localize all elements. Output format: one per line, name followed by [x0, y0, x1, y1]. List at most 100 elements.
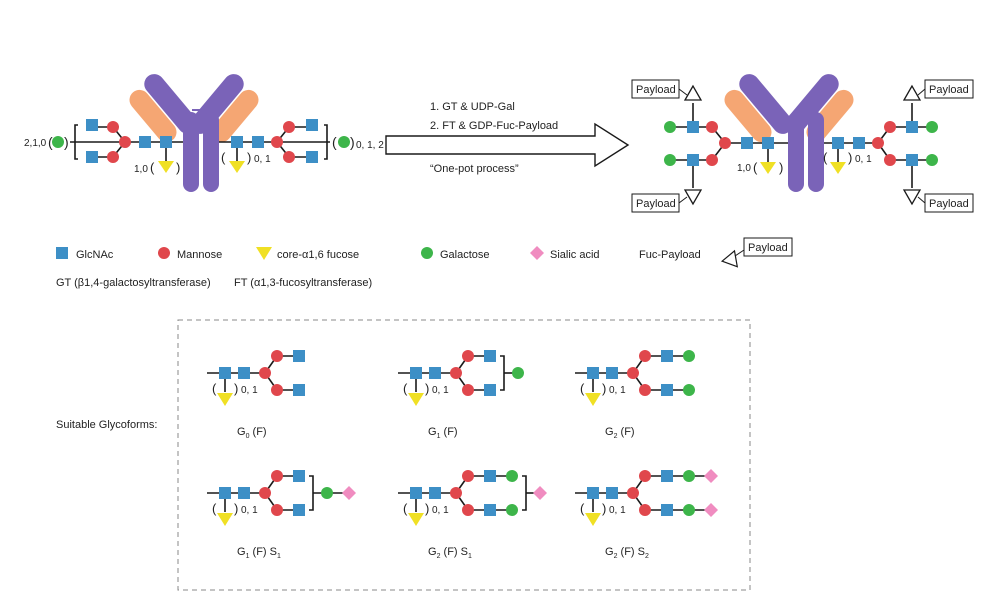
paren-open: (: [823, 150, 828, 165]
glycoform: ()0, 1G2 (F) S2: [575, 469, 718, 560]
mannose-circle: [271, 504, 283, 516]
glcnac-square: [661, 504, 673, 516]
mannose-circle: [462, 350, 474, 362]
fucose-triangle: [158, 161, 174, 173]
glycoform: ()0, 1G2 (F) S1: [398, 470, 547, 560]
fucose-count-right: 0, 1: [254, 154, 271, 165]
mannose-circle: [450, 487, 462, 499]
glcnac-square: [484, 350, 496, 362]
fucose-triangle: [408, 393, 424, 406]
legend-ft: FT (α1,3-fucosyltransferase): [234, 277, 372, 289]
legend-galactose: Galactose: [440, 249, 490, 261]
paren-close: ): [176, 160, 180, 175]
right-glycan-residues: ( ) 0, 1, 2 ( ) 0, 1: [221, 119, 384, 173]
mannose-circle: [719, 137, 731, 149]
heavy-chain-fc-right: [808, 112, 824, 192]
glycoform: ()0, 1G2 (F): [575, 350, 695, 440]
paren-close: ): [234, 501, 238, 516]
mannose-circle: [884, 121, 896, 133]
paren-open: (: [332, 134, 337, 150]
glcnac-legend-icon: [56, 247, 68, 259]
fucose-count-left: 1,0: [134, 164, 148, 175]
reaction-step-1: 1. GT & UDP-Gal: [430, 101, 515, 113]
mannose-circle: [462, 504, 474, 516]
legend-payload-box-label: Payload: [748, 242, 788, 254]
glycoform-label: G2 (F): [605, 426, 635, 440]
glcnac-square: [606, 367, 618, 379]
fuc-payload-legend-icon: [720, 249, 739, 268]
glcnac-square: [687, 121, 699, 133]
glcnac-square: [606, 487, 618, 499]
glycoform-label: G0 (F): [237, 426, 267, 440]
paren-open: (: [403, 381, 408, 396]
glcnac-square: [762, 137, 774, 149]
mannose-circle: [271, 136, 283, 148]
paren-close: ): [350, 134, 355, 150]
glcnac-square: [853, 137, 865, 149]
fuc-payload-triangle: [683, 189, 703, 206]
mannose-circle: [872, 137, 884, 149]
legend-mannose: Mannose: [177, 249, 222, 261]
mannose-circle: [259, 487, 271, 499]
heavy-chain-fc-left: [183, 112, 199, 192]
glycoforms-frame: [177, 319, 751, 591]
heavy-chain-fc-left: [788, 112, 804, 192]
mannose-circle: [283, 151, 295, 163]
light-chain-left: [129, 89, 177, 143]
glcnac-square: [906, 154, 918, 166]
paren-close: ): [779, 160, 783, 175]
legend-fucose: core-α1,6 fucose: [277, 249, 359, 261]
mannose-circle: [450, 367, 462, 379]
fucose-triangle: [229, 161, 245, 173]
glcnac-square: [306, 151, 318, 163]
heavy-chain-fab-left: [739, 74, 793, 134]
sialic-acid-diamond: [342, 486, 356, 500]
payload-tags: Payload Payload Payload Payload: [631, 79, 974, 213]
galactose-legend-icon: [421, 247, 433, 259]
glycoform-label: G2 (F) S2: [605, 546, 649, 560]
fucose-count: 0, 1: [609, 385, 626, 396]
glycoform-label: G2 (F) S1: [428, 546, 472, 560]
glycoform: ()0, 1G1 (F): [398, 350, 524, 440]
mannose-circle: [462, 470, 474, 482]
fucose-triangle: [217, 393, 233, 406]
fucose-triangle: [217, 513, 233, 526]
mannose-circle: [627, 487, 639, 499]
paren-close: ): [602, 381, 606, 396]
paren-close: ): [247, 150, 251, 165]
mannose-circle: [627, 367, 639, 379]
heavy-chain-fc-right: [203, 112, 219, 192]
mannose-circle: [706, 121, 718, 133]
glcnac-square: [661, 470, 673, 482]
glcnac-square: [484, 504, 496, 516]
galactose-circle: [683, 350, 695, 362]
mannose-circle: [271, 384, 283, 396]
glcnac-square: [293, 504, 305, 516]
glcnac-square: [219, 487, 231, 499]
fucose-count-right: 0, 1: [855, 154, 872, 165]
glcnac-square: [293, 384, 305, 396]
paren-close: ): [425, 501, 429, 516]
legend-sialic: Sialic acid: [550, 249, 600, 261]
glycoform-grid: ()0, 1G0 (F)()0, 1G1 (F)()0, 1G2 (F)()0,…: [207, 350, 718, 560]
glcnac-square: [306, 119, 318, 131]
payload-label: Payload: [636, 84, 676, 96]
fucose-triangle: [830, 162, 846, 174]
glcnac-square: [410, 487, 422, 499]
galactose-circle: [506, 504, 518, 516]
glcnac-square: [429, 487, 441, 499]
fuc-payload-triangle: [683, 84, 703, 101]
sialic-acid-diamond: [704, 469, 718, 483]
glcnac-square: [231, 136, 243, 148]
glcnac-square: [293, 350, 305, 362]
glcnac-square: [429, 367, 441, 379]
sialic-acid-diamond: [533, 486, 547, 500]
mannose-circle: [639, 504, 651, 516]
glcnac-square: [86, 151, 98, 163]
glcnac-square: [293, 470, 305, 482]
paren-open: (: [221, 150, 226, 165]
legend-gt: GT (β1,4-galactosyltransferase): [56, 277, 211, 289]
left-glycan-residues: 2,1,0 ( ) 1,0 ( ): [24, 119, 180, 175]
glycoforms-title: Suitable Glycoforms:: [56, 419, 157, 431]
fucose-triangle: [585, 393, 601, 406]
